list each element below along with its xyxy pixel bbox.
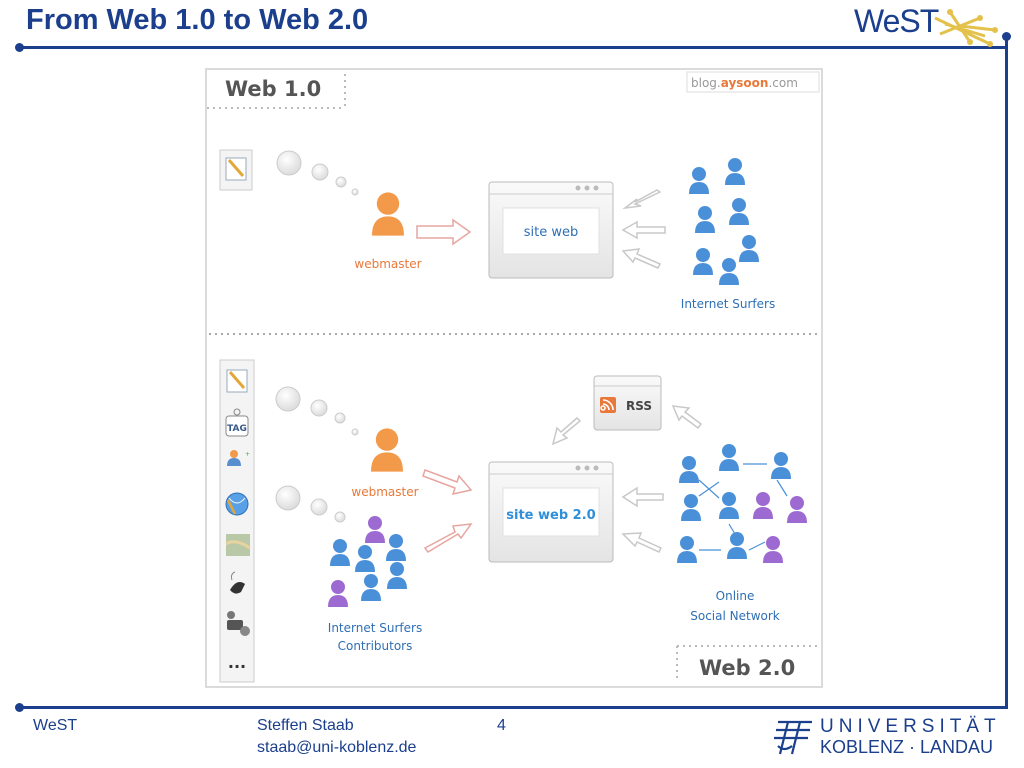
surfers-label: Internet Surfers	[681, 297, 775, 311]
site-web2-label: site web 2.0	[506, 508, 595, 523]
svg-text:+: +	[245, 451, 250, 458]
arrow-up-left-icon	[671, 405, 703, 430]
arrow-left-icon	[621, 486, 664, 508]
university-logo: UNIVERSITÄT KOBLENZ · LANDAU	[772, 716, 1002, 760]
web1-label: Web 1.0	[225, 77, 321, 101]
footer-author: Steffen Staab	[257, 717, 354, 734]
web2-label: Web 2.0	[699, 656, 795, 680]
video-camera-icon	[227, 611, 250, 636]
tools-sidebar: TAG +	[219, 359, 255, 683]
svg-text:TAG: TAG	[227, 424, 247, 434]
top-rule	[20, 46, 1005, 49]
top-left-dot	[15, 43, 24, 52]
university-name-line2: KOBLENZ · LANDAU	[820, 737, 994, 757]
diagram-frame	[205, 68, 823, 688]
watermark-text: blog.aysoon.com	[691, 76, 798, 90]
network-label-line1: Online	[716, 589, 755, 603]
globe-icon	[225, 492, 249, 516]
edit-icon	[226, 369, 248, 393]
network-label-line2: Social Network	[690, 609, 780, 623]
bottom-rule	[20, 706, 1008, 709]
site-web-label: site web	[524, 225, 579, 240]
arrow-left-icon	[622, 189, 662, 210]
tag-icon: TAG	[225, 408, 249, 437]
more-tools-label: ...	[228, 653, 246, 672]
university-name-line1: UNIVERSITÄT	[820, 716, 1001, 737]
arrow-right-icon	[422, 469, 473, 496]
university-emblem-icon	[774, 720, 812, 755]
contributors-label-line1: Internet Surfers	[328, 621, 422, 635]
phone-icon	[230, 571, 245, 594]
right-rule	[1005, 36, 1008, 708]
arrow-down-left-icon	[551, 416, 582, 446]
arrow-right-icon	[416, 218, 472, 246]
contributors-label-line2: Contributors	[338, 639, 413, 653]
webmaster-label: webmaster	[351, 485, 418, 499]
social-network-group-icon	[677, 444, 807, 563]
map-icon	[225, 534, 251, 556]
edit-icon	[219, 149, 253, 191]
bottom-left-dot	[15, 703, 24, 712]
web1-section: Web 1.0 blog.aysoon.com webmaster s	[207, 71, 820, 311]
arrow-left-icon	[621, 532, 663, 553]
web2-section: TAG +	[219, 359, 819, 683]
web1-web2-diagram: Web 1.0 blog.aysoon.com webmaster s	[205, 68, 823, 688]
west-logo: WeST	[850, 0, 1000, 52]
west-logo-text: WeST	[854, 3, 939, 39]
slide-title: From Web 1.0 to Web 2.0	[26, 4, 369, 36]
watermark-box	[686, 71, 820, 93]
rating-person-icon: +	[227, 450, 250, 466]
right-top-dot	[1002, 32, 1011, 41]
footer-org: WeST	[33, 717, 78, 734]
yellow-network-icon	[934, 9, 998, 47]
arrow-right-icon	[423, 523, 473, 553]
rss-label: RSS	[626, 399, 652, 413]
rss-window: RSS	[593, 375, 662, 431]
site-web2-window: site web 2.0	[488, 461, 614, 563]
thought-bubble-icon	[276, 150, 302, 176]
site-web-window: site web	[488, 181, 614, 279]
thought-bubble-icon	[275, 386, 301, 412]
webmaster-label: webmaster	[354, 257, 421, 271]
footer-page-number: 4	[497, 717, 506, 734]
footer-email: staab@uni-koblenz.de	[257, 739, 417, 756]
